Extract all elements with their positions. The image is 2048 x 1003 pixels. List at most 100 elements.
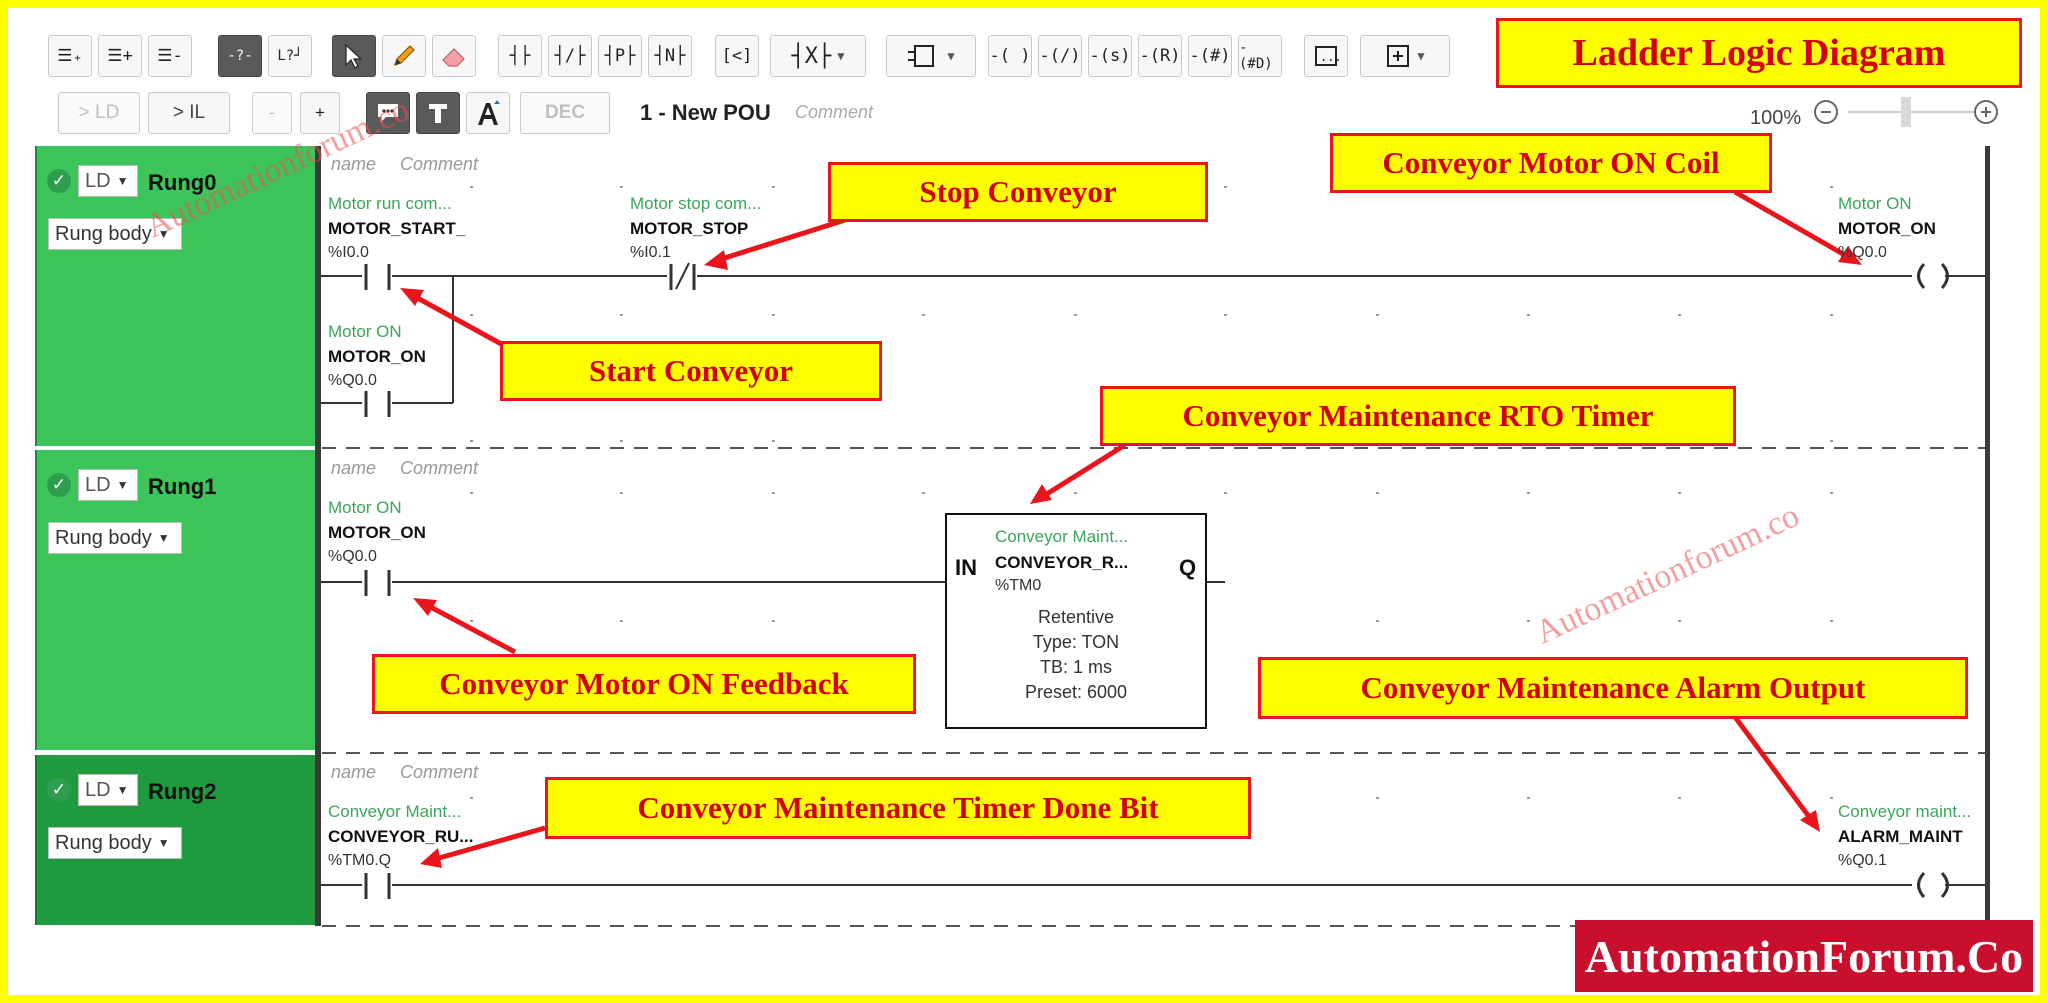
- rung2-language-dropdown[interactable]: LD▼: [78, 774, 138, 806]
- rung2-el1-symbol[interactable]: ALARM_MAINT: [1838, 827, 1963, 846]
- rung0-el2-address: %I0.1: [630, 244, 671, 261]
- zoom-in-button[interactable]: +: [300, 92, 340, 134]
- callout-motor-on-coil: Conveyor Motor ON Coil: [1330, 133, 1772, 193]
- rung1-comment-field[interactable]: Comment: [400, 458, 479, 478]
- contact-no-button[interactable]: ┤├: [498, 35, 542, 77]
- coil-negated-button[interactable]: -(/): [1038, 35, 1082, 77]
- text-toggle-button[interactable]: [416, 92, 460, 134]
- convert-to-il-button[interactable]: > IL: [148, 92, 230, 134]
- zoom-level: 100%: [1750, 107, 1802, 129]
- contact-nc-button[interactable]: ┤/├: [548, 35, 592, 77]
- rung0-name-field[interactable]: name: [331, 154, 377, 174]
- chevron-down-icon: ▼: [116, 174, 129, 188]
- rung0-language-dropdown[interactable]: LD▼: [78, 165, 138, 197]
- rto-timer-block[interactable]: IN Q Conveyor Maint... CONVEYOR_R... %TM…: [945, 513, 1207, 729]
- callout-start-conveyor: Start Conveyor: [500, 341, 882, 401]
- pencil-tool-button[interactable]: [382, 35, 426, 77]
- contact-dropdown-button[interactable]: ┤X├▼: [770, 35, 866, 77]
- rung0-el2-comment: Motor stop com...: [630, 194, 762, 213]
- rung2-valid-check-icon: ✓: [47, 778, 71, 802]
- rung0-el1-symbol[interactable]: MOTOR_ON: [328, 347, 426, 366]
- chevron-down-icon: ▼: [157, 531, 170, 545]
- rung2-el0-symbol[interactable]: CONVEYOR_RU...: [328, 827, 474, 846]
- insert-branch-button[interactable]: ☰+: [98, 35, 142, 77]
- rung1-body-dropdown[interactable]: Rung body▼: [48, 522, 182, 554]
- convert-to-ld-button[interactable]: > LD: [58, 92, 140, 134]
- rung0-el3-comment: Motor ON: [1838, 194, 1912, 213]
- delete-rung-button[interactable]: ☰-: [148, 35, 192, 77]
- speech-bubble-icon: [378, 104, 398, 122]
- zoom-plus-icon[interactable]: [1974, 100, 1998, 124]
- timer-q-pin: Q: [1179, 555, 1197, 580]
- rung0-coil: [1917, 262, 1949, 290]
- rung1-el0-comment: Motor ON: [328, 498, 402, 517]
- rung1-name-field[interactable]: name: [331, 458, 377, 478]
- rung2-el1-comment: Conveyor maint...: [1838, 802, 1972, 821]
- coil-reset-button[interactable]: -(R): [1138, 35, 1182, 77]
- unknown-contact-button[interactable]: -?-: [218, 35, 262, 77]
- rung1-contact: [364, 570, 391, 596]
- chevron-down-icon: ▼: [157, 836, 170, 850]
- zoom-slider-track[interactable]: [1848, 111, 1974, 113]
- zoom-slider-thumb[interactable]: [1901, 97, 1911, 127]
- timer-address: %TM0: [995, 577, 1042, 594]
- rung0-comment-field[interactable]: Comment: [400, 154, 479, 174]
- right-power-rail: [1985, 146, 1990, 926]
- contact-p-button[interactable]: ┤P├: [598, 35, 642, 77]
- coil-set-button[interactable]: -(s): [1088, 35, 1132, 77]
- chevron-down-icon: ▼: [116, 478, 129, 492]
- operate-block-icon: ...: [1315, 46, 1341, 66]
- timer-in-pin: IN: [955, 555, 977, 580]
- operate-block-button[interactable]: ...: [1304, 35, 1348, 77]
- rung0-name: Rung0: [148, 170, 217, 195]
- rung0-el3-address: %Q0.0: [1838, 244, 1887, 261]
- rung2-contact: [364, 873, 391, 899]
- coil-button[interactable]: -( ): [988, 35, 1032, 77]
- rung1-language-dropdown[interactable]: LD▼: [78, 469, 138, 501]
- comment-toggle-button[interactable]: [366, 92, 410, 134]
- callout-alarm-output: Conveyor Maintenance Alarm Output: [1258, 657, 1968, 719]
- rung2-el0-address: %TM0.Q: [328, 852, 392, 869]
- unknown-branch-button[interactable]: L?┘: [268, 35, 312, 77]
- rung2-name-field[interactable]: name: [331, 762, 377, 782]
- compare-block-button[interactable]: [<]: [715, 35, 759, 77]
- callout-rto-timer: Conveyor Maintenance RTO Timer: [1100, 386, 1736, 446]
- rung0-el2-symbol[interactable]: MOTOR_STOP: [630, 219, 749, 238]
- chevron-down-icon: ▼: [947, 49, 955, 63]
- rung0-el3-symbol[interactable]: MOTOR_ON: [1838, 219, 1936, 238]
- zoom-minus-icon[interactable]: [1814, 100, 1838, 124]
- rung1-el0-symbol[interactable]: MOTOR_ON: [328, 523, 426, 542]
- dec-format-button[interactable]: DEC: [520, 92, 610, 134]
- rung0-el0-symbol[interactable]: MOTOR_START_: [328, 219, 466, 238]
- timer-time-base: TB: 1 ms: [1039, 657, 1112, 677]
- eraser-tool-button[interactable]: [432, 35, 476, 77]
- plus-box-icon: [1387, 45, 1410, 67]
- rung2-body-dropdown[interactable]: Rung body▼: [48, 827, 182, 859]
- rung0-contact-motor-on: [364, 391, 391, 417]
- rung0-body-dropdown[interactable]: Rung body▼: [48, 218, 182, 250]
- font-a-icon: [478, 100, 500, 125]
- rung0-valid-check-icon: ✓: [47, 169, 71, 193]
- coil-jump-d-button[interactable]: -(#D): [1238, 35, 1282, 77]
- rung0-el0-comment: Motor run com...: [328, 194, 452, 213]
- add-block-dropdown[interactable]: ▼: [1360, 35, 1450, 77]
- contact-n-button[interactable]: ┤N├: [648, 35, 692, 77]
- font-size-button[interactable]: [466, 92, 510, 134]
- rung0-wires: [321, 275, 1985, 404]
- title-banner: Ladder Logic Diagram: [1496, 18, 2022, 88]
- pou-comment[interactable]: Comment: [795, 102, 874, 122]
- text-t-icon: [429, 104, 447, 123]
- zoom-out-button[interactable]: -: [252, 92, 292, 134]
- rung0-el0-address: %I0.0: [328, 244, 369, 261]
- rung1-el0-address: %Q0.0: [328, 548, 377, 565]
- rung2-comment-field[interactable]: Comment: [400, 762, 479, 782]
- chevron-down-icon: ▼: [837, 49, 845, 63]
- function-block-dropdown[interactable]: ▼: [886, 35, 976, 77]
- insert-rung-button[interactable]: ☰₊: [48, 35, 92, 77]
- select-tool-button[interactable]: [332, 35, 376, 77]
- timer-symbol[interactable]: CONVEYOR_R...: [995, 553, 1129, 572]
- rung0-contact-stop: [669, 262, 696, 290]
- coil-jump-button[interactable]: -(#): [1188, 35, 1232, 77]
- rung2-name: Rung2: [148, 779, 217, 804]
